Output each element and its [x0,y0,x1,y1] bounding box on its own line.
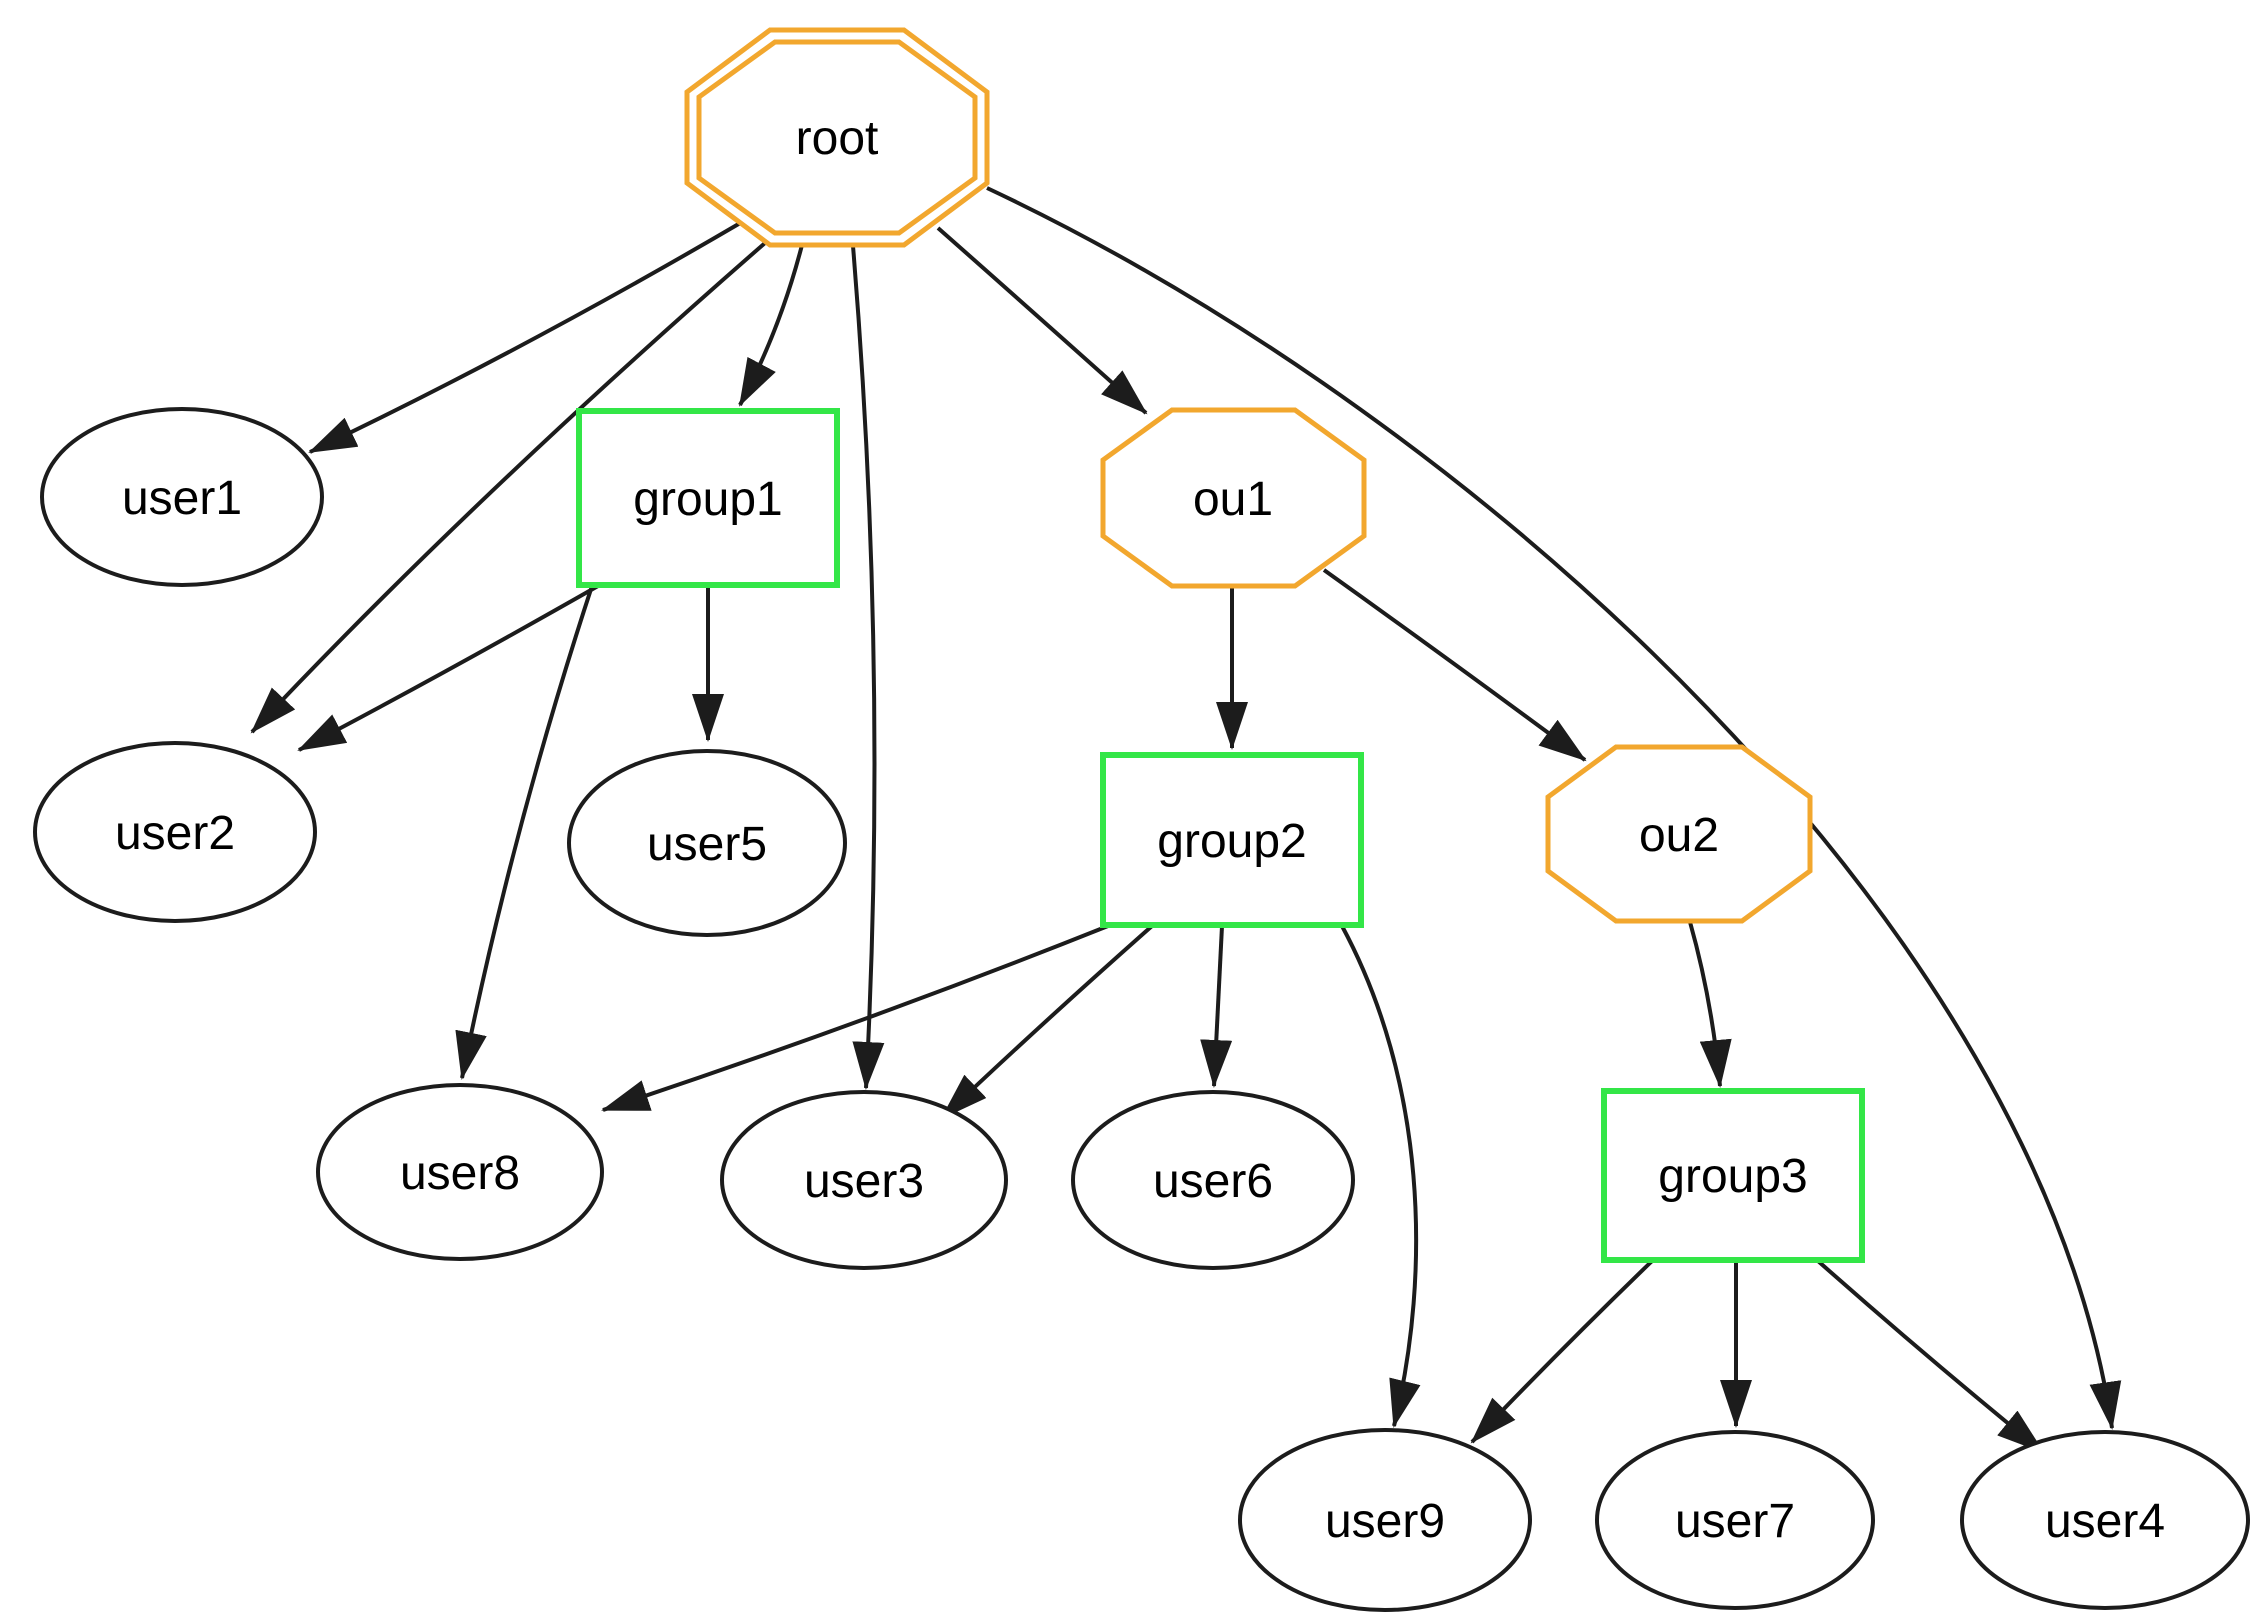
node-label-user3: user3 [804,1155,924,1208]
node-label-user9: user9 [1325,1495,1445,1548]
edge-ou1-ou2 [1322,568,1587,762]
edge-root-user2 [250,241,767,734]
node-user7: user7 [1595,1430,1875,1610]
edge-root-user4 [986,186,2122,1430]
node-label-user7: user7 [1675,1495,1795,1548]
user5-ellipse [567,749,847,937]
node-group2: group2 [1100,752,1364,928]
node-user9: user9 [1238,1428,1532,1612]
ou2-octagon [1545,744,1813,924]
node-label-ou1: ou1 [1193,473,1273,526]
node-user2: user2 [33,741,317,923]
node-label-group1: group1 [633,473,782,526]
node-ou2: ou2 [1545,744,1813,924]
edge-group1-user2 [297,584,599,752]
edge-group1-user8 [455,585,594,1080]
edge-ou2-group3 [1688,921,1732,1088]
user9-ellipse [1238,1428,1532,1612]
edge-group2-user6 [1200,925,1233,1088]
node-user6: user6 [1071,1090,1355,1270]
edge-group3-user9 [1470,1259,1654,1444]
edge-root-user3 [851,245,885,1090]
edge-root-user1 [308,220,744,454]
edge-group2-user3 [940,924,1154,1120]
group2-box [1100,752,1364,928]
node-user5: user5 [567,749,847,937]
node-label-user2: user2 [115,807,235,860]
node-label-user6: user6 [1153,1155,1273,1208]
group3-box [1601,1088,1865,1263]
user4-ellipse [1960,1430,2250,1610]
user3-ellipse [720,1090,1008,1270]
node-label-user8: user8 [400,1147,520,1200]
node-label-group3: group3 [1658,1150,1807,1203]
ou1-octagon [1100,407,1367,589]
node-ou1: ou1 [1100,407,1367,589]
node-label-user5: user5 [647,818,767,871]
nodes-layer: root user1 group1 ou1 user2 user5 group2 [33,27,2250,1612]
node-user4: user4 [1960,1430,2250,1610]
edge-group2-user8 [601,924,1109,1112]
node-label-user1: user1 [122,472,242,525]
node-group3: group3 [1601,1088,1865,1263]
node-label-ou2: ou2 [1639,809,1719,862]
node-group1: group1 [576,408,840,588]
user1-ellipse [40,407,324,587]
user8-ellipse [316,1083,604,1261]
node-label-group2: group2 [1157,815,1306,868]
root-octagon-inner [696,39,978,236]
edge-group3-user4 [1816,1259,2045,1454]
node-user8: user8 [316,1083,604,1261]
user7-ellipse [1595,1430,1875,1610]
node-root: root [684,27,990,248]
group1-box [576,408,840,588]
user6-ellipse [1071,1090,1355,1270]
node-label-user4: user4 [2045,1495,2165,1548]
edge-group2-user9 [1340,925,1421,1428]
node-label-root: root [796,112,879,165]
node-user3: user3 [720,1090,1008,1270]
edge-root-ou1 [936,226,1148,415]
edges-layer [250,186,2122,1454]
edge-root-group1 [738,244,804,407]
user2-ellipse [33,741,317,923]
node-user1: user1 [40,407,324,587]
